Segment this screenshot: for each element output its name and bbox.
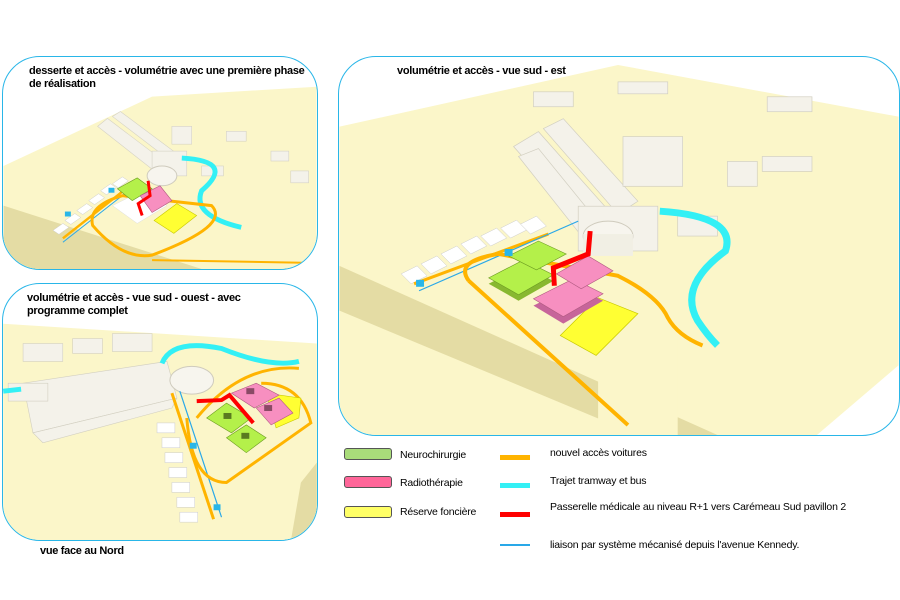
legend-label: Neurochirurgie — [400, 449, 467, 461]
tram-stop-icon — [213, 504, 221, 511]
mechanical-link — [179, 390, 223, 518]
neurosurgery-block — [116, 177, 153, 202]
legend: Neurochirurgie Radiothérapie Réserve fon… — [336, 446, 896, 556]
neurosurgery-block — [488, 240, 567, 301]
legend-label: Trajet tramway et bus — [550, 475, 647, 487]
medical-footbridge — [550, 230, 593, 286]
car-access-road — [463, 251, 704, 427]
panel-title: desserte et accès - volumétrie avec une … — [29, 65, 305, 90]
radiotherapy-block — [532, 255, 614, 324]
medical-footbridge — [136, 180, 152, 216]
legend-label: Radiothérapie — [400, 477, 463, 489]
legend-swatch-neurosurgery — [344, 448, 392, 460]
legend-line-tram — [500, 483, 530, 488]
legend-label: nouvel accès voitures — [550, 447, 647, 459]
legend-label: Réserve foncière — [400, 506, 477, 518]
legend-swatch-land-reserve — [344, 506, 392, 518]
panel-first-phase: desserte et accès - volumétrie avec une … — [2, 56, 318, 270]
site-model-south-east — [339, 64, 899, 435]
legend-label: Passerelle médicale au niveau R+1 vers C… — [550, 501, 847, 513]
tram-stop-icon — [504, 248, 513, 256]
legend-line-mechanical-link — [500, 544, 530, 546]
tram-route — [659, 207, 731, 348]
radiotherapy-block — [139, 185, 173, 213]
car-access-road — [90, 194, 217, 258]
panel-title: volumétrie et accès - vue sud - est — [397, 65, 566, 77]
panel-title: volumétrie et accès - vue sud - ouest - … — [27, 292, 241, 317]
tram-stop-icon — [189, 442, 197, 449]
site-model-first-phase — [3, 86, 317, 269]
legend-line-footbridge — [500, 512, 530, 517]
tram-route — [181, 155, 242, 230]
legend-line-car-access — [500, 455, 530, 460]
panel-south-west-view: volumétrie et accès - vue sud - ouest - … — [2, 283, 318, 541]
legend-label: liaison par système mécanisé depuis l'av… — [550, 539, 800, 551]
site-model-south-west — [3, 323, 317, 540]
medical-footbridge — [196, 392, 255, 425]
radiotherapy-block — [230, 382, 294, 426]
legend-swatch-radiotherapy — [344, 476, 392, 488]
caption-north-view: vue face au Nord — [40, 545, 124, 557]
panel-south-east-view: volumétrie et accès - vue sud - est — [338, 56, 900, 436]
land-reserve — [153, 203, 198, 234]
tram-stop-icon — [416, 279, 425, 287]
tram-route — [159, 343, 300, 366]
